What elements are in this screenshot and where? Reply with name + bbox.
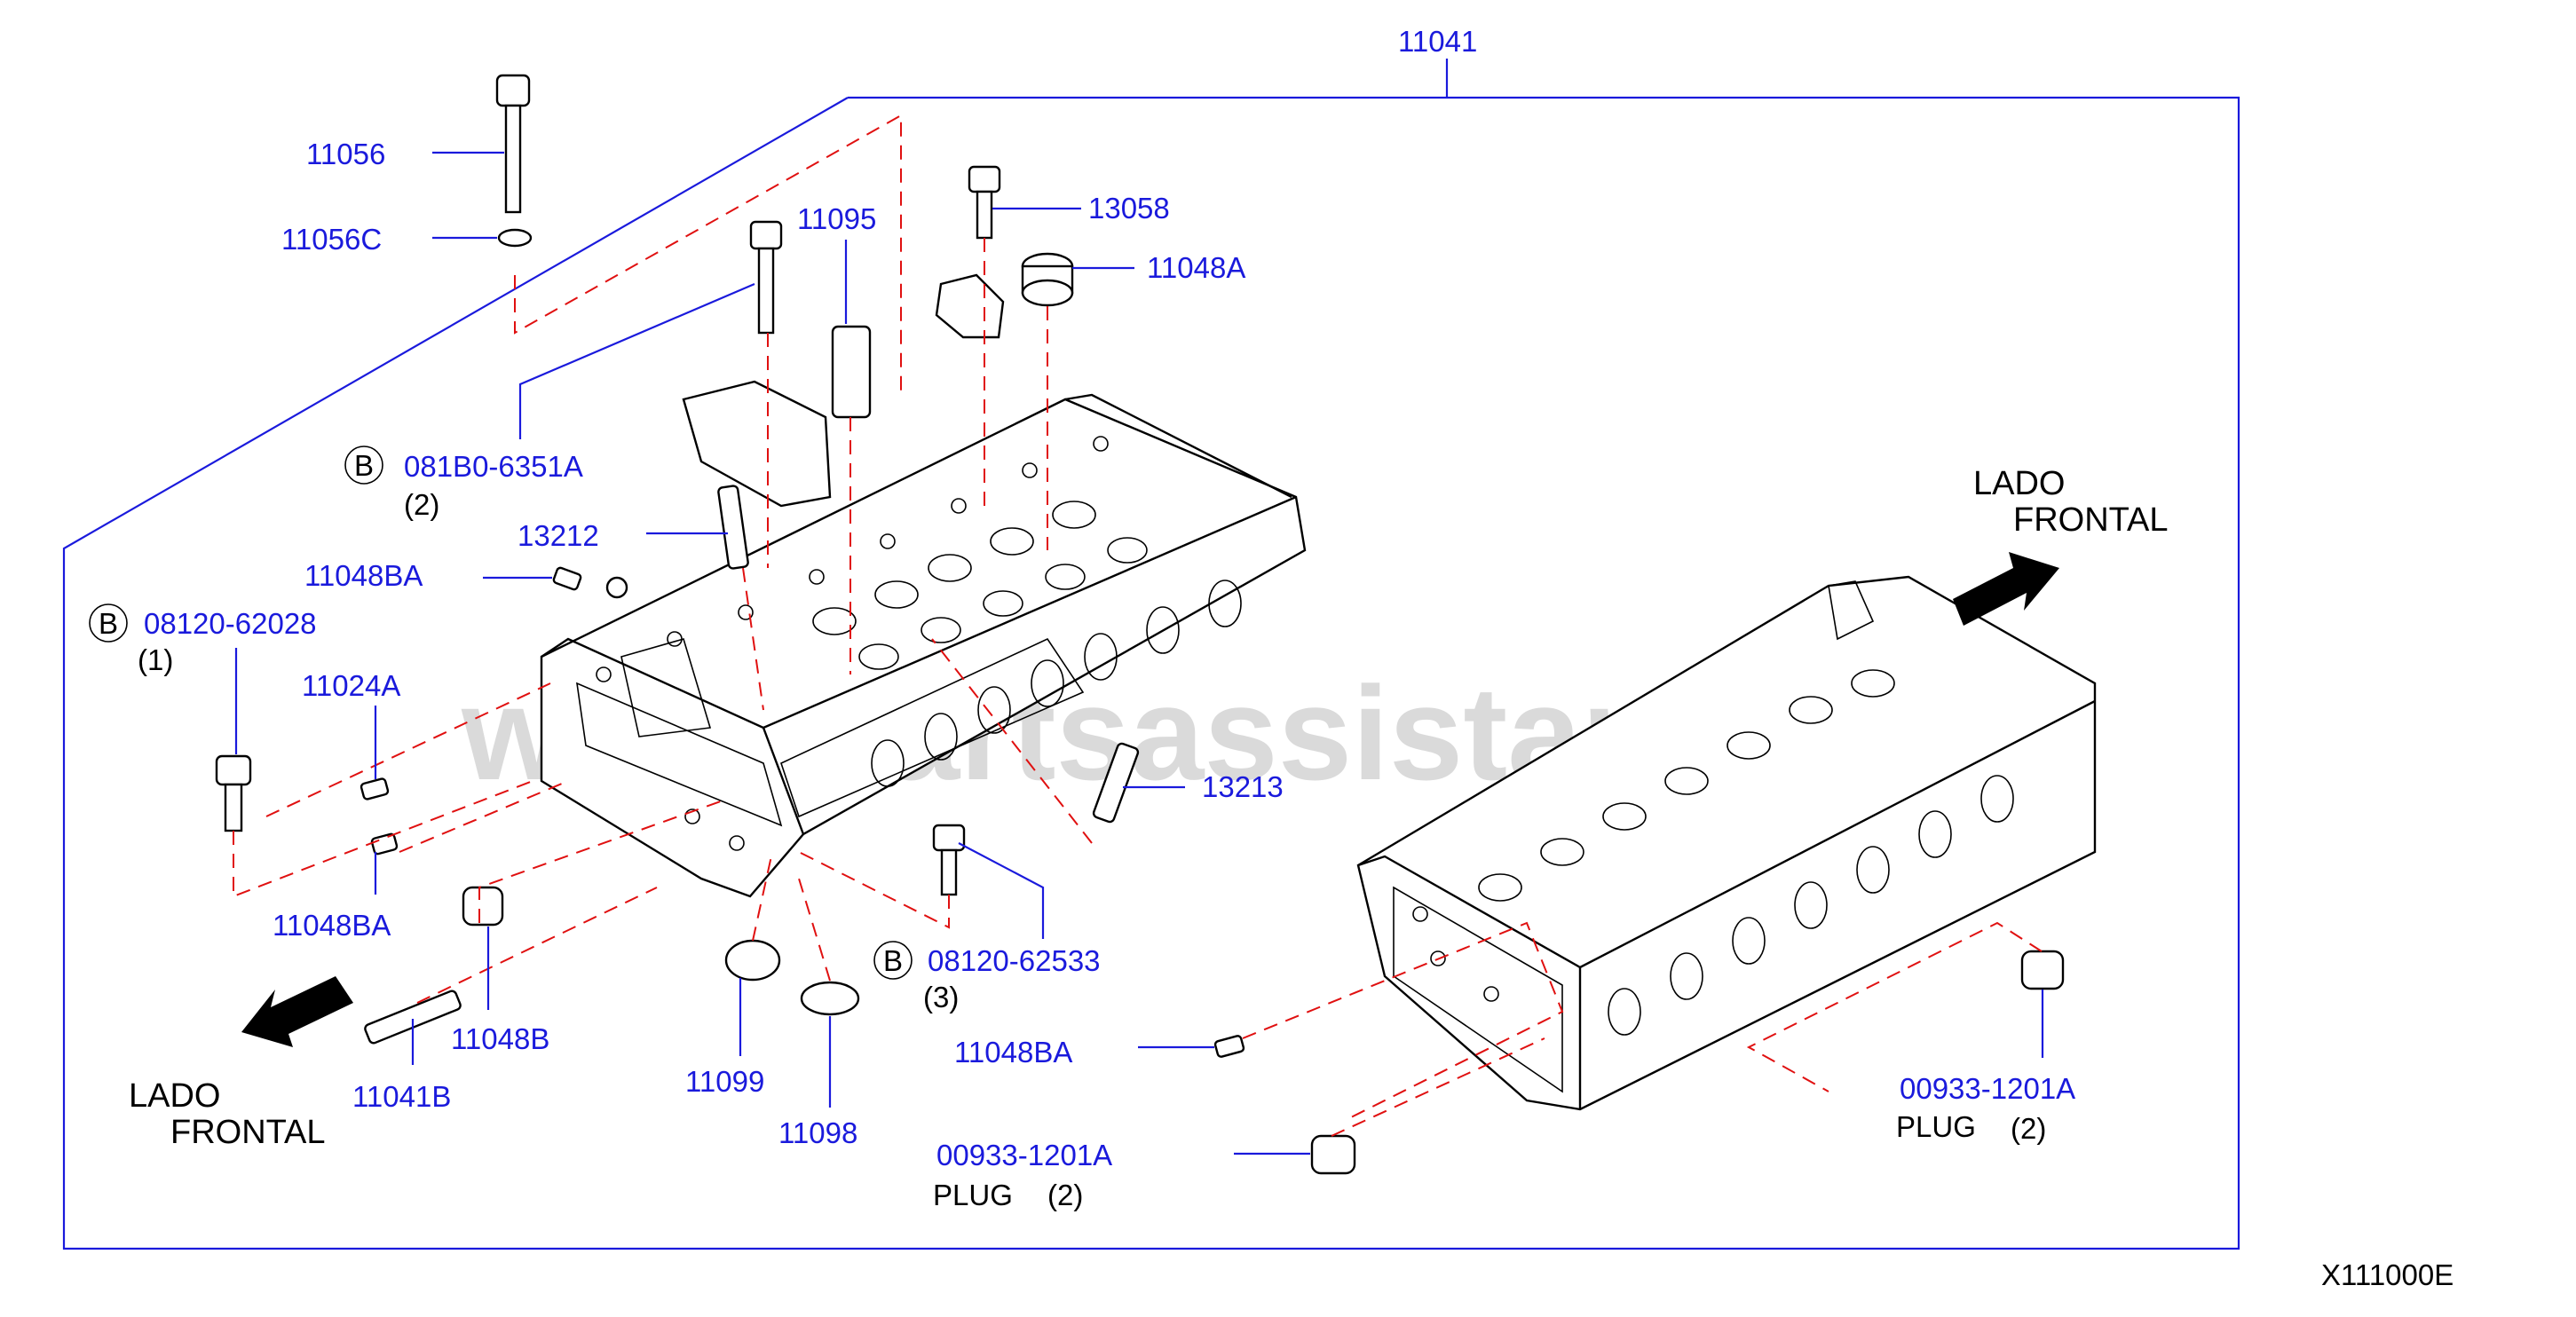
front-direction-arrow-right (1953, 552, 2059, 626)
label-11041b[interactable]: 11041B (352, 1080, 451, 1113)
cap-bracket-left (682, 380, 832, 508)
front-label-left-2: FRONTAL (170, 1114, 326, 1151)
label-11099[interactable]: 11099 (685, 1065, 764, 1098)
label-11056[interactable]: 11056 (306, 138, 385, 170)
front-label-left-1: LADO (129, 1077, 220, 1115)
label-11098[interactable]: 11098 (778, 1116, 857, 1149)
pin-11048ba-1 (552, 566, 582, 591)
label-11048ba-1[interactable]: 11048BA (304, 559, 423, 592)
label-11048a[interactable]: 11048A (1147, 251, 1245, 284)
bolt-marker-2: B (89, 603, 128, 643)
label-plug-b: PLUG (1896, 1110, 1976, 1143)
qty-08120-62028: (1) (138, 643, 173, 676)
svg-text:B: B (99, 607, 118, 640)
label-13058[interactable]: 13058 (1088, 192, 1170, 225)
svg-text:B: B (354, 449, 374, 482)
leader-lines (234, 151, 2044, 1155)
bolt-11056 (495, 74, 531, 214)
bolt-marker-1: B (344, 446, 383, 485)
qty-plug-a: (2) (1047, 1179, 1083, 1211)
washer-11056c (497, 228, 533, 248)
bolt-08120-62028 (215, 754, 252, 832)
plug-11048a (1021, 252, 1074, 307)
cylinder-head-assembled (1356, 575, 2097, 1111)
label-00933-1201a-b[interactable]: 00933-1201A (1900, 1072, 2075, 1105)
callout-labels: 11056 11056C 11095 13058 11048A 081B0-63… (129, 138, 2454, 1291)
front-label-right-1: LADO (1973, 465, 2065, 502)
label-11048b[interactable]: 11048B (451, 1022, 549, 1055)
label-13212[interactable]: 13212 (518, 519, 599, 552)
bolt-marker-3: B (873, 941, 913, 980)
label-11024a[interactable]: 11024A (302, 669, 400, 702)
plug-11048b (462, 886, 504, 927)
label-11048ba-2[interactable]: 11048BA (273, 909, 391, 942)
qty-plug-b: (2) (2011, 1112, 2046, 1145)
label-11048ba-3[interactable]: 11048BA (954, 1036, 1072, 1069)
seal-11098 (800, 981, 860, 1016)
svg-text:B: B (883, 944, 903, 977)
bolt-08120-62533 (932, 824, 966, 896)
bolt-13058 (968, 165, 1001, 240)
cylinder-head-exploded (540, 393, 1307, 898)
qty-081b0-6351a: (2) (404, 488, 439, 521)
dowel-11095 (831, 325, 872, 419)
cap-bracket-upper (935, 273, 1005, 339)
front-label-right-2: FRONTAL (2013, 501, 2169, 539)
assembly-frame (62, 96, 2240, 1250)
label-08120-62533[interactable]: 08120-62533 (928, 944, 1101, 977)
label-plug-a: PLUG (933, 1179, 1013, 1211)
bolt-081b0 (749, 220, 783, 335)
stud-11041b (364, 990, 462, 1045)
plug-00933-b (2020, 950, 2065, 990)
ball-11048ba-1 (605, 576, 628, 599)
label-13213[interactable]: 13213 (1202, 770, 1284, 803)
label-08120-62028[interactable]: 08120-62028 (144, 607, 317, 640)
pin-11048ba-2 (370, 832, 399, 856)
label-00933-1201a-a[interactable]: 00933-1201A (936, 1139, 1112, 1171)
front-direction-arrow-left (241, 976, 353, 1047)
label-11095[interactable]: 11095 (797, 202, 876, 235)
diagram-code: X111000E (2321, 1258, 2454, 1291)
seal-11099 (724, 939, 781, 982)
label-081b0-6351a[interactable]: 081B0-6351A (404, 450, 583, 483)
label-11056c[interactable]: 11056C (281, 223, 382, 256)
qty-08120-62533: (3) (923, 981, 959, 1013)
assembly-part-label[interactable]: 11041 (1398, 25, 1477, 58)
assembly-dash-lines (233, 114, 2043, 1137)
plug-00933-a (1310, 1134, 1356, 1175)
pin-11024a (360, 777, 390, 800)
pin-11048ba-3 (1213, 1035, 1245, 1058)
seal-13212 (717, 485, 749, 570)
